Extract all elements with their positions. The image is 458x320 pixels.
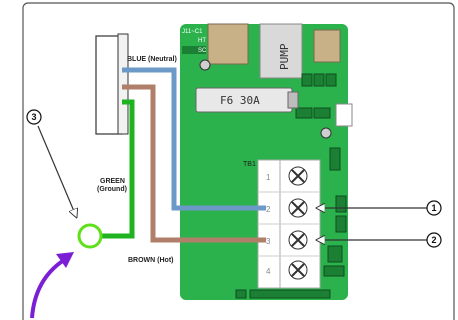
ground-ring [77,223,103,249]
blue-wire-label: BLUE (Neutral) [127,56,177,63]
blue-wire [122,67,266,211]
svg-text:3: 3 [31,112,36,122]
terminal-number-3: 3 [266,237,271,246]
terminal-screw-3 [288,230,308,250]
purple-curved-arrow [30,258,66,319]
board-text-top: J11~C1 [182,29,203,35]
terminal-screw-1 [288,166,308,186]
green-wire [100,99,135,239]
svg-text:1: 1 [431,203,436,213]
brown-wire [122,84,266,243]
board-text-2: HT [198,38,206,44]
callout-3: 3 [26,109,42,125]
green-wire-label-1: GREEN [100,178,125,185]
terminal-number-4: 4 [266,267,271,276]
terminal-number-2: 2 [266,205,271,214]
terminal-block: TB1 1 2 3 4 [243,159,321,289]
callout-3-leader [37,125,76,216]
terminal-number-1: 1 [266,173,271,182]
terminal-screw-4 [288,260,308,280]
terminal-block-label: TB1 [243,161,256,168]
terminal-screw-2 [288,198,308,218]
screw-hole-top [199,59,211,71]
callout-2: 2 [426,232,442,248]
brown-wire-label: BROWN (Hot) [128,257,174,264]
svg-text:2: 2 [431,235,436,245]
fuse-label: F6 30A [220,94,260,107]
green-wire-label-2: (Ground) [97,186,127,193]
board-text-3: SC [198,48,207,54]
callout-1: 1 [426,200,442,216]
small-components [235,73,347,299]
screw-hole-mid [320,127,332,139]
outer-frame [22,2,455,320]
purple-arrow-head [56,252,74,268]
pump-label: PUMP [278,43,291,70]
